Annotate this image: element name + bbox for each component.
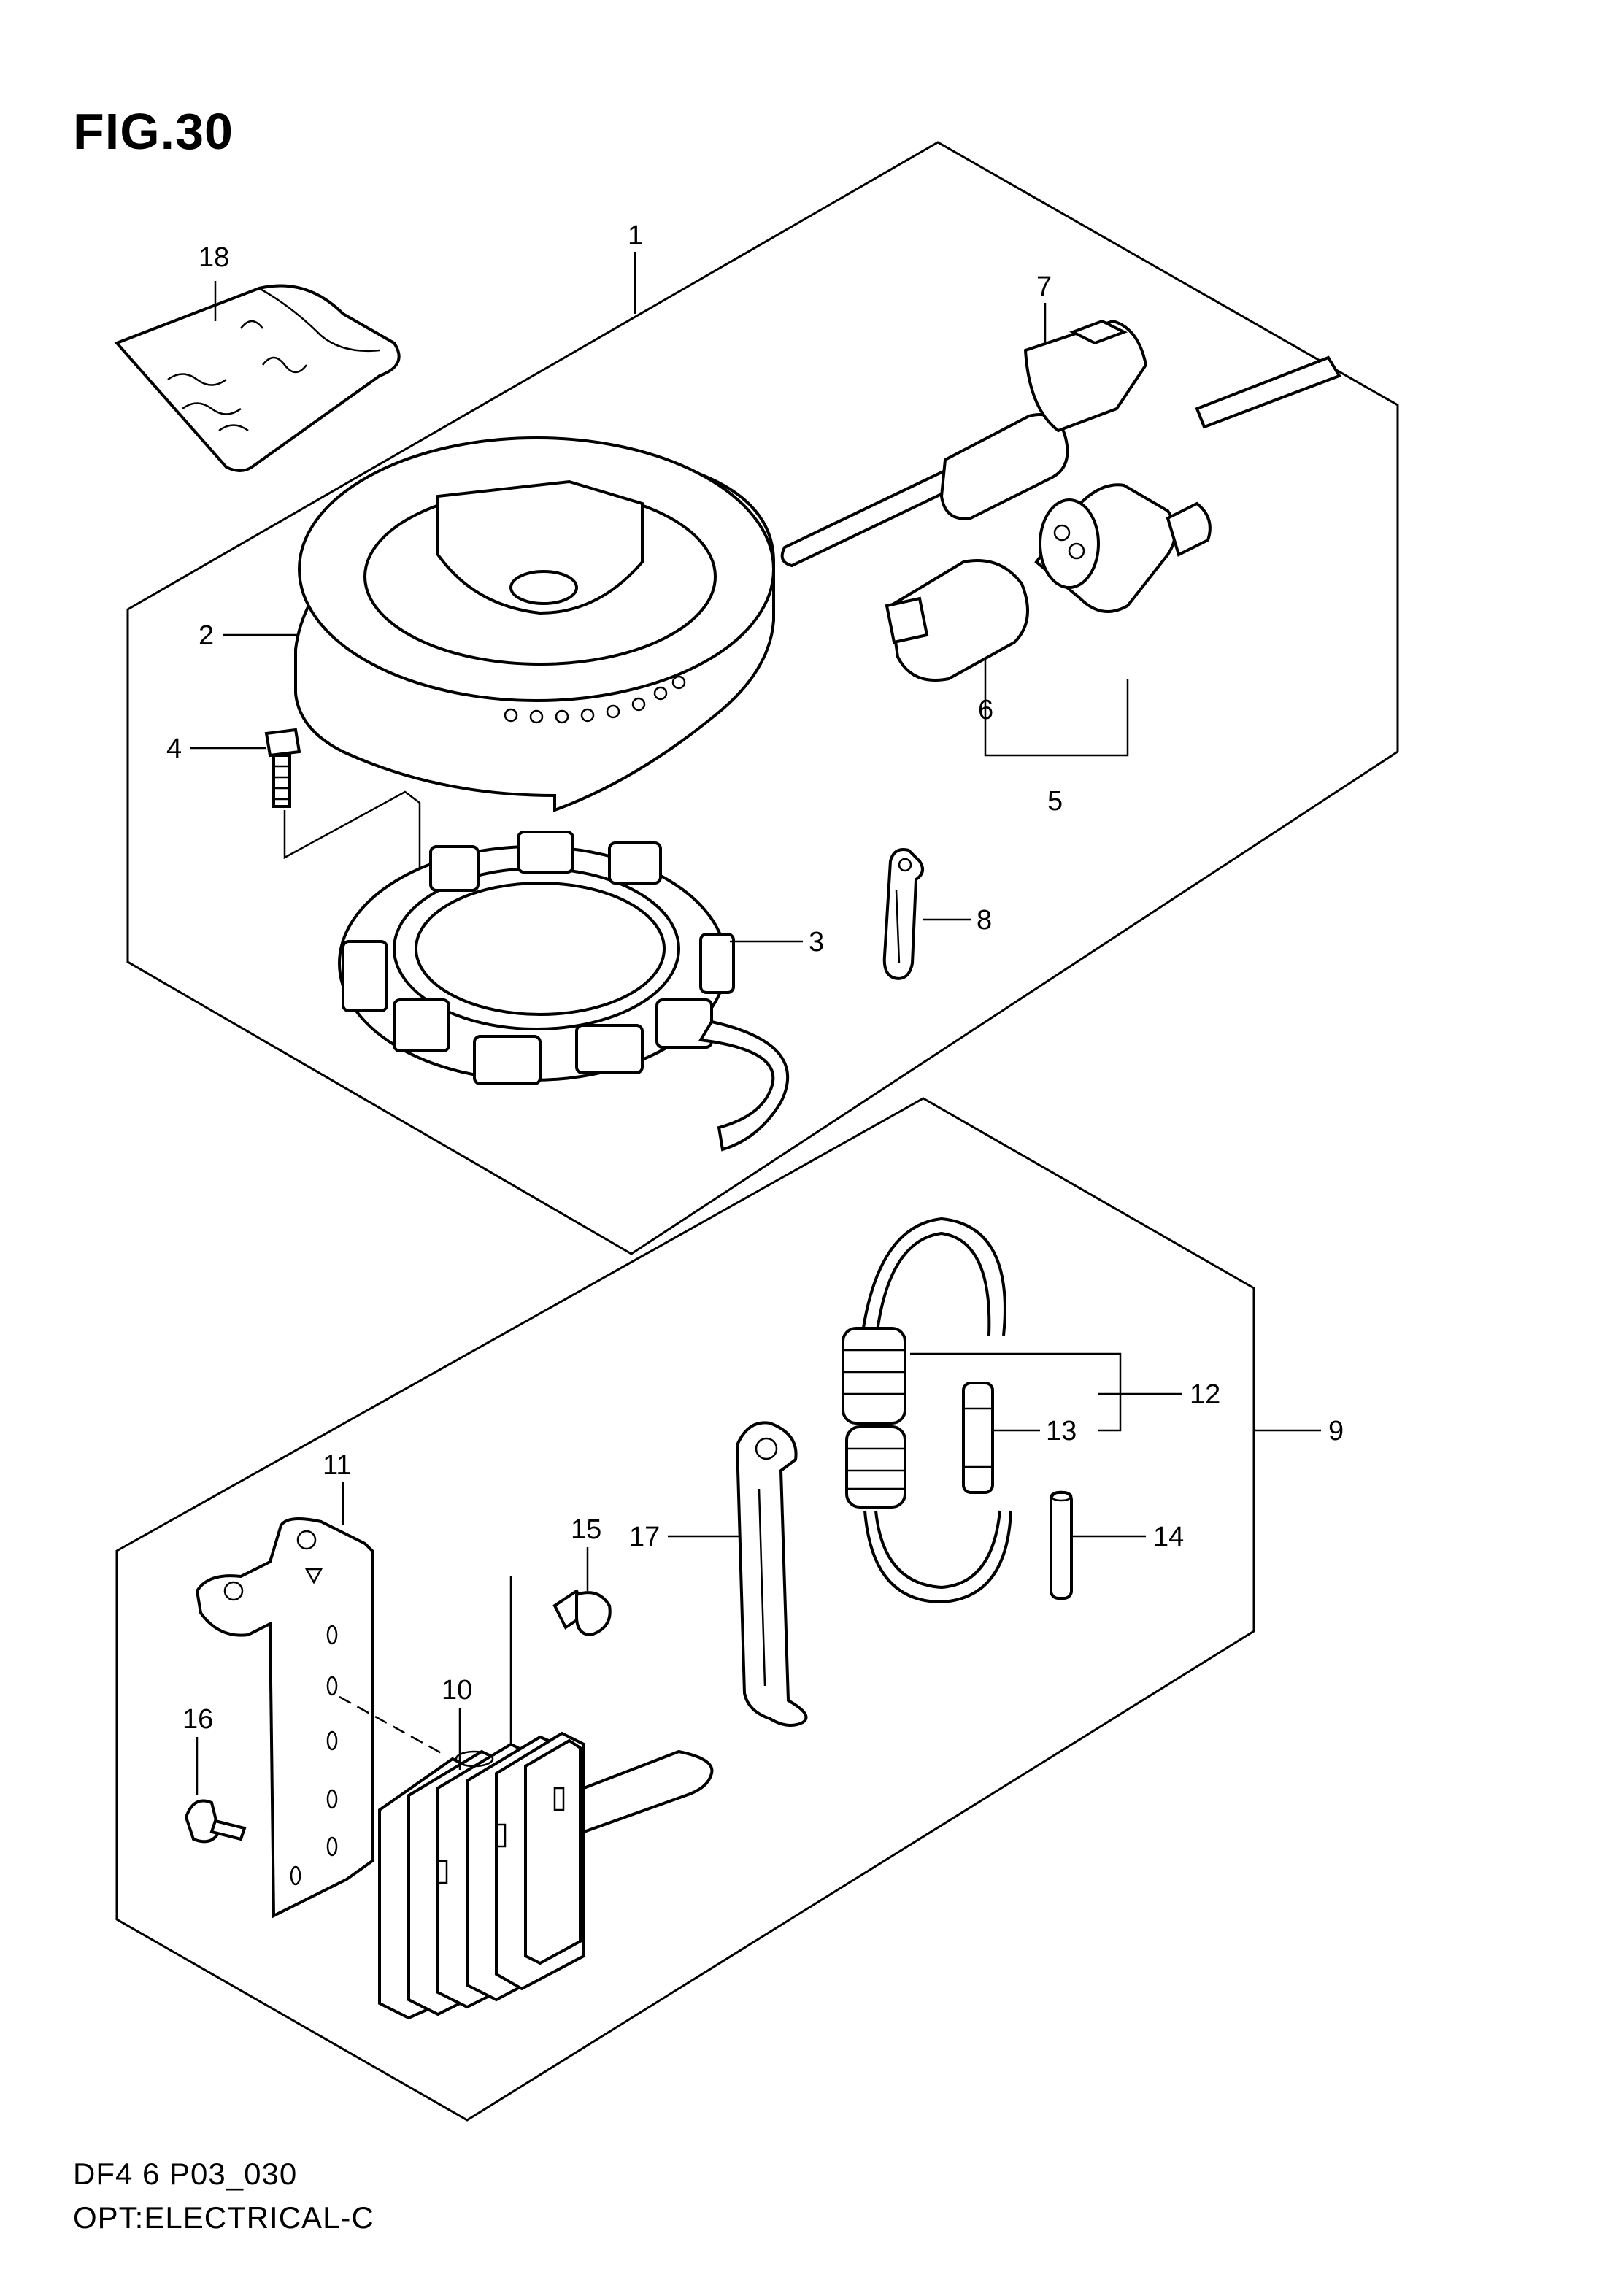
part-7-connector[interactable] [780, 319, 1341, 568]
part-16-cap[interactable] [184, 1799, 247, 1844]
section-title: OPT:ELECTRICAL-C [73, 2200, 374, 2235]
callout-7: 7 [1036, 271, 1052, 302]
callout-18: 18 [199, 242, 229, 273]
part-18-bag[interactable] [114, 284, 401, 472]
callout-4: 4 [166, 733, 182, 764]
callout-17: 17 [629, 1522, 660, 1552]
kit-box-lower [115, 1097, 1255, 2122]
callout-10: 10 [442, 1675, 472, 1706]
part-6-coupler[interactable] [885, 559, 1029, 682]
part-12-fuse-holder[interactable] [842, 1217, 1012, 1604]
callout-14: 14 [1153, 1522, 1184, 1552]
callout-3: 3 [809, 927, 824, 958]
callout-5-6-bracket [984, 660, 1129, 757]
part-4-bolt[interactable] [264, 728, 301, 808]
callout-13: 13 [1046, 1416, 1077, 1446]
callout-1: 1 [628, 220, 643, 251]
stator-coils [342, 831, 735, 1085]
callout-6: 6 [978, 695, 993, 725]
callout-9: 9 [1328, 1416, 1344, 1446]
part-2-flywheel[interactable] [294, 436, 775, 812]
figure-title: FIG.30 [73, 103, 234, 160]
callout-8: 8 [977, 905, 992, 936]
part-17-clamp[interactable] [735, 1421, 808, 1727]
part-14-sleeve[interactable] [1050, 1490, 1073, 1600]
bolt-4-hidden-line [283, 790, 421, 920]
part-15-screw[interactable] [552, 1589, 612, 1637]
callout-2: 2 [199, 620, 214, 651]
part-13-fuse[interactable] [962, 1382, 994, 1494]
callout-leaders [190, 252, 1321, 1795]
part-10-rectifier[interactable] [378, 1731, 714, 2020]
part-11-bracket[interactable] [195, 1517, 374, 1919]
model-code: DF4 6 P03_030 [73, 2157, 298, 2191]
callout-5: 5 [1047, 786, 1063, 817]
kit-box-upper [126, 141, 1399, 1255]
callout-16: 16 [182, 1704, 213, 1735]
callout-12: 12 [1190, 1379, 1220, 1410]
part-8-clamp[interactable] [882, 848, 924, 980]
part-3-stator[interactable] [338, 831, 789, 1152]
flywheel-vent-holes [504, 675, 686, 724]
callout-15: 15 [571, 1514, 601, 1545]
part-5-connector[interactable] [1034, 483, 1212, 613]
callout-11: 11 [323, 1450, 351, 1481]
callout-labels: 18 1 2 4 7 6 5 3 8 12 13 9 14 17 11 15 1… [166, 220, 1344, 1735]
